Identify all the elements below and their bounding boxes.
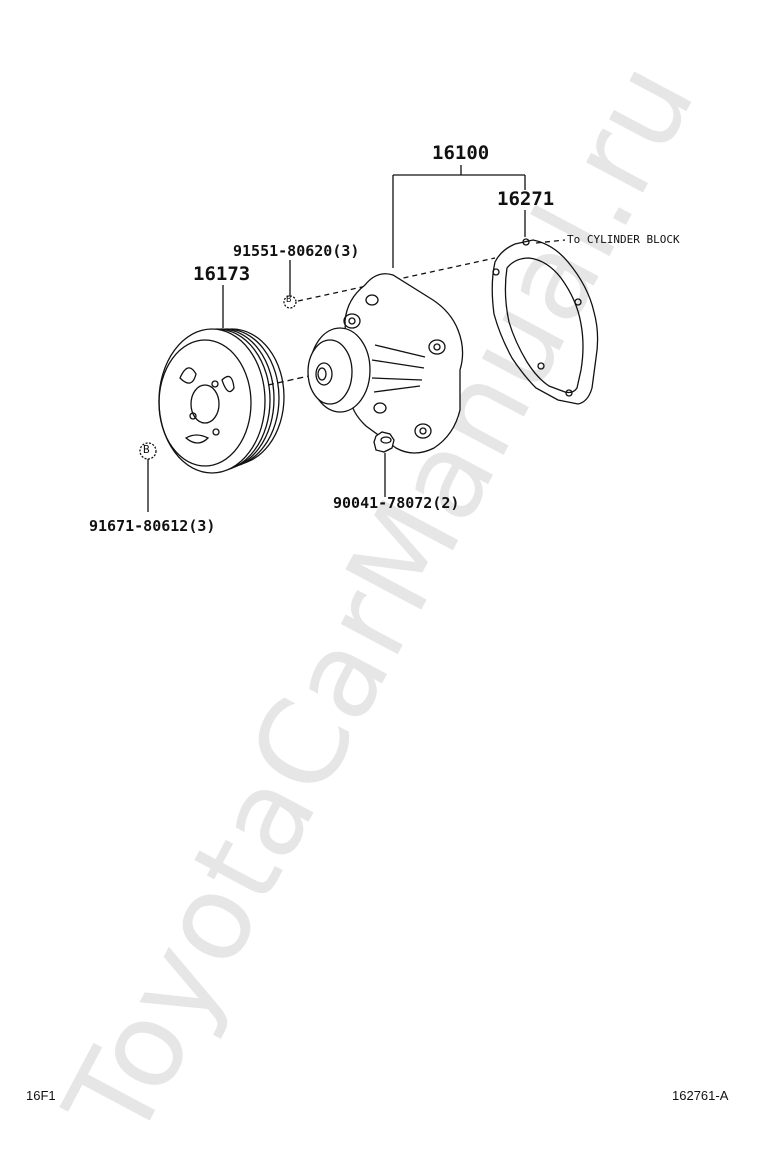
label-91551-80620: 91551-80620(3) [233, 242, 360, 260]
label-16271: 16271 [497, 188, 555, 210]
label-to-cylinder-block: To CYLINDER BLOCK [567, 233, 680, 246]
marker-b-upper-letter: B [286, 295, 292, 305]
marker-b-lower-letter: B [143, 443, 150, 456]
water-pump-drawing [307, 273, 464, 454]
label-16173: 16173 [193, 263, 251, 285]
marker-b-upper [283, 295, 297, 309]
stud-nut-drawing [373, 431, 395, 453]
marker-b-lower [139, 442, 157, 460]
parts-diagram [139, 165, 599, 512]
footer-left-code: 16F1 [26, 1088, 56, 1103]
leader-16100 [392, 165, 526, 268]
label-90041-78072: 90041-78072(2) [333, 494, 460, 512]
label-91671-80612: 91671-80612(3) [89, 517, 216, 535]
gasket-drawing [491, 238, 599, 405]
footer-right-code: 162761-A [672, 1088, 729, 1103]
label-16100: 16100 [432, 142, 490, 164]
pulley-drawing [158, 328, 285, 474]
